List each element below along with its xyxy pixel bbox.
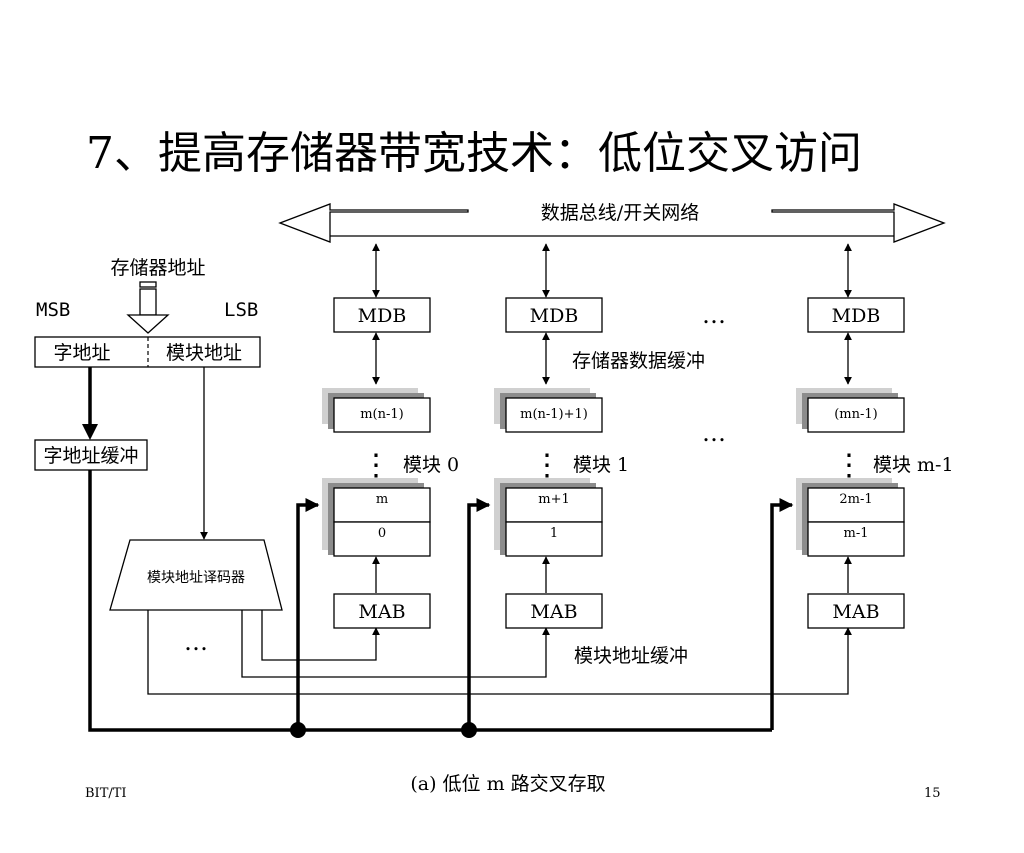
vertical-ellipsis: ⋮ <box>532 448 562 483</box>
module-label: 模块 m-1 <box>873 454 954 476</box>
decoder-outputs-ellipsis: … <box>184 628 208 656</box>
module-m-1: MDB (mn-1) ⋮ 模块 m-1 2m-1 m-1 MAB <box>796 243 954 629</box>
module-decoder-label: 模块地址译码器 <box>147 570 245 586</box>
page-title: 7、提高存储器带宽技术：低位交叉访问 <box>86 128 862 179</box>
mdb-box <box>807 297 905 333</box>
junction-dot <box>461 722 477 738</box>
data-bus: 数据总线/开关网络 <box>278 202 946 243</box>
mdb-label: MDB <box>530 305 579 327</box>
memory-cell-label: m(n-1) <box>360 407 404 422</box>
memory-cell-label: m+1 <box>538 492 570 507</box>
address-label: 存储器地址 <box>110 257 205 279</box>
memory-cell-label: m <box>376 492 388 507</box>
vertical-ellipsis: ⋮ <box>361 448 391 483</box>
memory-data-buffer-label: 存储器数据缓冲 <box>572 350 705 372</box>
mab-label: MAB <box>530 601 577 623</box>
msb-label: MSB <box>36 299 70 321</box>
mdb-box <box>505 297 603 333</box>
footer-left: BIT/TI <box>85 786 127 801</box>
figure-caption: (a) 低位 m 路交叉存取 <box>410 773 605 795</box>
module-address-field: 模块地址 <box>166 342 242 364</box>
module-0: MDB m(n-1) ⋮ 模块 0 m 0 MAB <box>322 243 459 629</box>
memory-cell-stack: 2m-1 m-1 <box>796 478 905 557</box>
vertical-ellipsis: ⋮ <box>834 448 864 483</box>
module-ellipsis: … <box>702 419 726 447</box>
address-input-arrow <box>126 281 170 334</box>
memory-cell-stack: m+1 1 <box>494 478 603 557</box>
page-number: 15 <box>924 786 941 801</box>
mdb-label: MDB <box>832 305 881 327</box>
word-address-buffer-label: 字地址缓冲 <box>43 445 138 467</box>
memory-cell-label: 2m-1 <box>839 492 872 507</box>
memory-cell-label: (mn-1) <box>834 407 878 422</box>
memory-cell-stack: m(n-1)+1) <box>494 388 603 433</box>
memory-cell-stack: m 0 <box>322 478 431 557</box>
mdb-box <box>333 297 431 333</box>
module-address-buffer-label: 模块地址缓冲 <box>574 645 688 667</box>
module-address-decoder: 模块地址译码器 <box>109 539 283 611</box>
module-label: 模块 1 <box>573 454 629 476</box>
memory-cell-stack: m(n-1) <box>322 388 431 433</box>
module-ellipsis: … <box>702 301 726 329</box>
mab-box <box>333 593 431 629</box>
address-register: 字地址 模块地址 <box>34 336 261 368</box>
data-bus-arrow <box>278 203 946 243</box>
memory-cell-stack: (mn-1) <box>796 388 905 433</box>
memory-cell-label: 0 <box>378 526 386 541</box>
mab-label: MAB <box>358 601 405 623</box>
mab-box <box>807 593 905 629</box>
module-1: MDB m(n-1)+1) ⋮ 模块 1 m+1 1 MAB <box>494 243 629 629</box>
memory-cell-label: m-1 <box>844 526 869 541</box>
mab-label: MAB <box>832 601 879 623</box>
memory-cell-label: 1 <box>550 526 558 541</box>
memory-cell-label: m(n-1)+1) <box>520 407 588 422</box>
junction-dot <box>290 722 306 738</box>
word-address-field: 字地址 <box>53 342 110 364</box>
lsb-label: LSB <box>224 299 258 321</box>
mdb-label: MDB <box>358 305 407 327</box>
module-label: 模块 0 <box>403 454 459 476</box>
data-bus-label: 数据总线/开关网络 <box>541 202 699 224</box>
mab-box <box>505 593 603 629</box>
